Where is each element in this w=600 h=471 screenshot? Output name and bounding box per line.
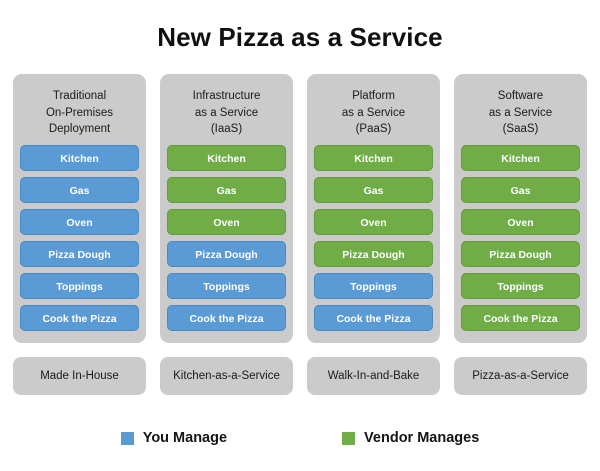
service-item: Toppings <box>461 273 580 299</box>
service-card-header-line: as a Service <box>488 106 553 119</box>
service-item: Gas <box>314 177 433 203</box>
service-card-header: Platform as a Service (PaaS) <box>314 82 433 144</box>
service-card-header-line: Infrastructure <box>192 90 261 103</box>
service-item: Gas <box>20 177 139 203</box>
service-card-header-line: (PaaS) <box>355 123 392 136</box>
service-item: Toppings <box>20 273 139 299</box>
legend-label: You Manage <box>142 430 228 446</box>
service-item: Cook the Pizza <box>461 305 580 331</box>
service-card-header-line: Deployment <box>48 123 111 136</box>
service-footer-label: Kitchen-as-a-Service <box>160 357 293 395</box>
legend-entry: You Manage <box>120 430 228 446</box>
service-item: Oven <box>461 209 580 235</box>
service-item: Cook the Pizza <box>20 305 139 331</box>
service-card-header-line: (IaaS) <box>210 123 243 136</box>
service-item: Toppings <box>314 273 433 299</box>
service-item: Kitchen <box>461 145 580 171</box>
service-item: Pizza Dough <box>461 241 580 267</box>
service-item: Kitchen <box>167 145 286 171</box>
green-square-icon <box>342 431 356 445</box>
service-item: Toppings <box>167 273 286 299</box>
service-item: Oven <box>167 209 286 235</box>
service-card-header-line: as a Service <box>194 106 259 119</box>
service-item: Kitchen <box>20 145 139 171</box>
legend-label: Vendor Manages <box>364 430 480 446</box>
service-item: Cook the Pizza <box>314 305 433 331</box>
service-item: Gas <box>167 177 286 203</box>
service-item: Pizza Dough <box>314 241 433 267</box>
service-item: Oven <box>20 209 139 235</box>
service-item: Gas <box>461 177 580 203</box>
service-footer-label: Made In-House <box>13 357 146 395</box>
service-item: Pizza Dough <box>20 241 139 267</box>
service-card-header-line: On-Premises <box>45 106 114 119</box>
page-title: New Pizza as a Service <box>157 22 443 52</box>
service-card-header: Infrastructure as a Service (IaaS) <box>167 82 286 144</box>
service-item: Kitchen <box>314 145 433 171</box>
service-card-header-line: Traditional <box>52 90 107 103</box>
legend-entry: Vendor Manages <box>342 430 479 446</box>
service-item: Cook the Pizza <box>167 305 286 331</box>
service-card-header-line: Platform <box>352 90 395 103</box>
service-footer-label: Pizza-as-a-Service <box>454 357 587 395</box>
blue-square-icon <box>120 431 134 445</box>
service-footer-label: Walk-In-and-Bake <box>307 357 440 395</box>
service-card-header-line: as a Service <box>341 106 406 119</box>
service-card-header: Software as a Service (SaaS) <box>461 82 580 144</box>
service-card-header-line: Software <box>497 90 544 103</box>
service-card-header-line: (SaaS) <box>502 123 539 136</box>
legend: You Manage Vendor Manages <box>0 425 600 451</box>
service-item: Pizza Dough <box>167 241 286 267</box>
service-item: Oven <box>314 209 433 235</box>
